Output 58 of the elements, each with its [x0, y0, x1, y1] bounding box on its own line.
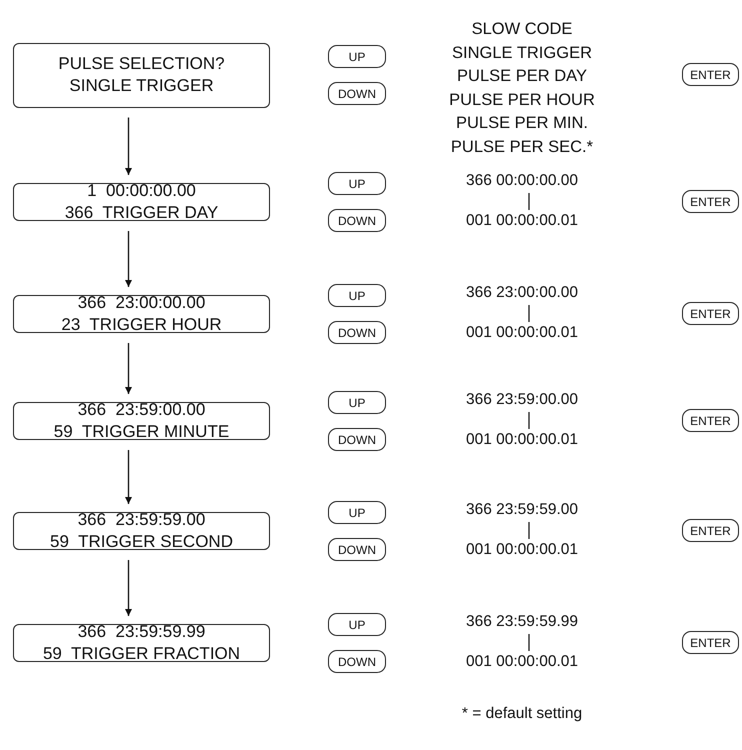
- key-button: ENTER: [682, 631, 739, 654]
- display-box: [13, 295, 270, 333]
- display-line: 59 TRIGGER FRACTION: [42, 643, 240, 665]
- key-button: DOWN: [328, 428, 386, 451]
- display-line: 59 TRIGGER MINUTE: [54, 421, 230, 443]
- arrow: [125, 560, 132, 616]
- display-box: [13, 624, 270, 662]
- display-line: PULSE SELECTION?: [58, 53, 225, 75]
- display-line: 23 TRIGGER HOUR: [61, 314, 222, 336]
- option-text: PULSE PER MIN.: [456, 114, 588, 132]
- display-box: [13, 512, 270, 550]
- range-value: 001 00:00:00.01: [466, 653, 578, 671]
- key-button: ENTER: [682, 302, 739, 325]
- range-value: 366 23:59:59.99: [466, 613, 578, 631]
- display-line: SINGLE TRIGGER: [69, 75, 214, 97]
- range-value: 366 00:00:00.00: [466, 172, 578, 190]
- display-line: 366 TRIGGER DAY: [64, 202, 218, 224]
- display-line: 366 23:00:00.00: [78, 292, 206, 314]
- display-line: 366 23:59:00.00: [78, 399, 206, 421]
- display-line: 59 TRIGGER SECOND: [50, 531, 233, 553]
- display-line: 366 23:59:59.99: [78, 621, 206, 643]
- key-button: ENTER: [682, 519, 739, 542]
- display-box: [13, 42, 270, 108]
- key-button: DOWN: [328, 321, 386, 344]
- key-button: UP: [328, 45, 386, 68]
- range-value: 366 23:59:59.00: [466, 501, 578, 519]
- arrow: [125, 343, 132, 394]
- key-button: DOWN: [328, 82, 386, 105]
- footnote: * = default setting: [462, 705, 582, 723]
- arrow: [125, 450, 132, 504]
- key-button: ENTER: [682, 190, 739, 213]
- key-button: UP: [328, 501, 386, 524]
- range-value: 001 00:00:00.01: [466, 212, 578, 230]
- range-value: 366 23:00:00.00: [466, 284, 578, 302]
- range-value: 001 00:00:00.01: [466, 324, 578, 342]
- display-box: [13, 183, 270, 221]
- key-button: UP: [328, 391, 386, 414]
- option-text: SLOW CODE: [472, 20, 572, 38]
- key-button: UP: [328, 284, 386, 307]
- key-button: ENTER: [682, 409, 739, 432]
- range-value: 001 00:00:00.01: [466, 431, 578, 449]
- option-text: SINGLE TRIGGER: [452, 44, 592, 62]
- key-button: UP: [328, 613, 386, 636]
- key-button: UP: [328, 172, 386, 195]
- display-line: 1 00:00:00.00: [87, 180, 196, 202]
- display-box: [13, 402, 270, 440]
- key-button: DOWN: [328, 209, 386, 232]
- arrow: [125, 118, 132, 175]
- key-button: ENTER: [682, 63, 739, 86]
- range-value: 001 00:00:00.01: [466, 541, 578, 559]
- display-line: 366 23:59:59.00: [78, 509, 206, 531]
- key-button: DOWN: [328, 538, 386, 561]
- arrow: [125, 231, 132, 287]
- option-text: PULSE PER DAY: [457, 67, 587, 85]
- key-button: DOWN: [328, 650, 386, 673]
- option-text: PULSE PER HOUR: [449, 90, 595, 108]
- option-text: PULSE PER SEC.*: [450, 138, 594, 156]
- range-value: 366 23:59:00.00: [466, 391, 578, 409]
